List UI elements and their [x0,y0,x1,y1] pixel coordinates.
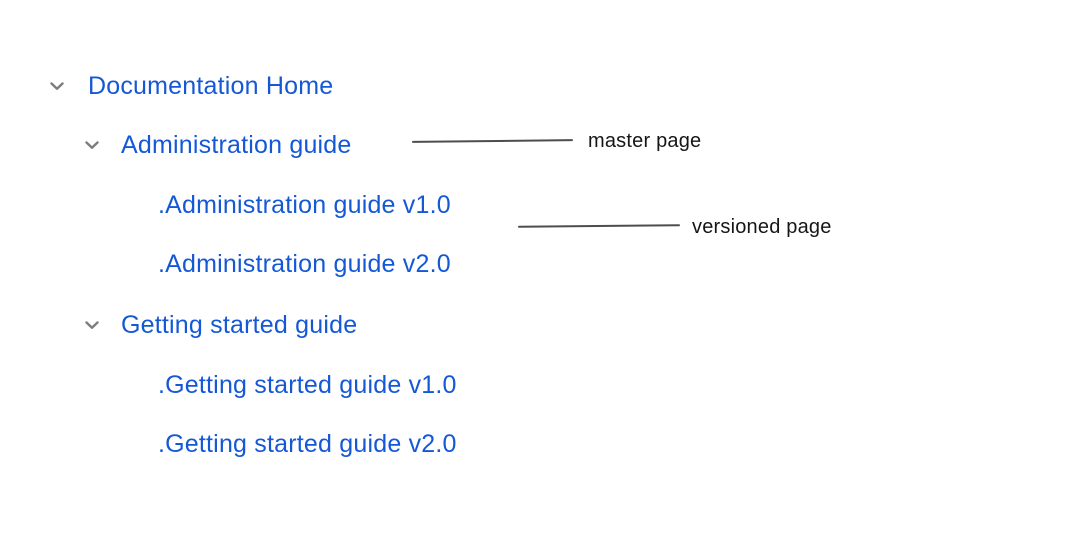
tree-row: .Getting started guide v2.0 [158,430,457,458]
page-link-administration-guide[interactable]: Administration guide [121,131,352,159]
chevron-down-icon[interactable] [85,140,99,150]
tree-row: .Administration guide v1.0 [158,191,451,219]
annotation-versioned-page: versioned page [692,216,832,238]
chevron-down-icon[interactable] [50,81,64,91]
page-link-getting-started-guide-v2[interactable]: .Getting started guide v2.0 [158,430,457,458]
tree-row: .Getting started guide v1.0 [158,371,457,399]
tree-row: Administration guide [85,131,352,159]
annotation-connector-line [411,139,574,143]
annotation-connector-line [517,224,681,228]
annotation-master-page: master page [588,130,702,152]
page-link-documentation-home[interactable]: Documentation Home [88,72,334,100]
tree-row: Documentation Home [50,72,333,100]
page-link-administration-guide-v1[interactable]: .Administration guide v1.0 [158,191,451,219]
tree-row: .Administration guide v2.0 [158,250,451,278]
page-link-getting-started-guide-v1[interactable]: .Getting started guide v1.0 [158,371,457,399]
tree-row: Getting started guide [85,311,357,339]
page-link-getting-started-guide[interactable]: Getting started guide [121,311,358,339]
page-link-administration-guide-v2[interactable]: .Administration guide v2.0 [158,250,451,278]
chevron-down-icon[interactable] [85,320,99,330]
